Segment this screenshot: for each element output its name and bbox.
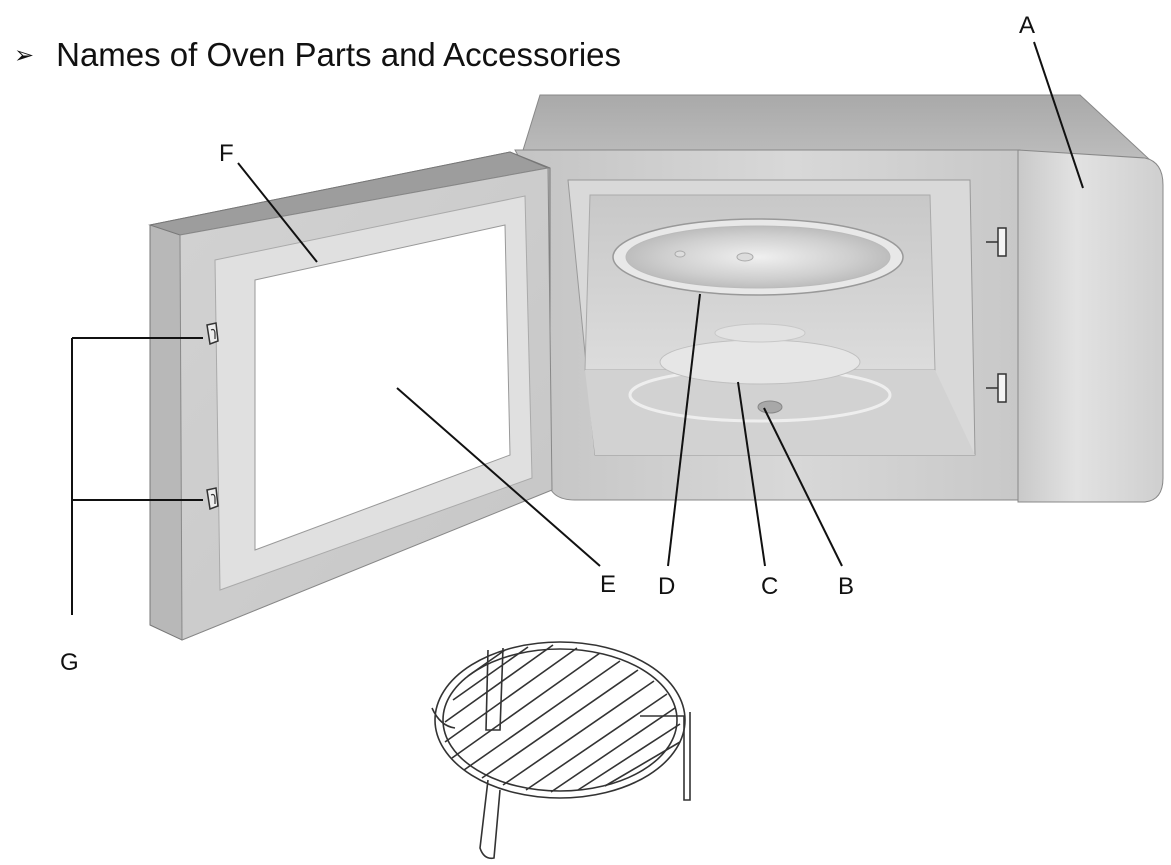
label-f: F [219,140,234,167]
latch-slots [986,227,1007,403]
rotating-axle [757,400,783,414]
label-g: G [60,649,79,676]
label-a: A [1019,12,1035,39]
leader-lines [71,41,1084,615]
glass-tray [612,218,904,296]
grill-rack [431,641,691,860]
label-c: C [761,573,778,600]
page-title: Names of Oven Parts and Accessories [56,36,622,73]
door-window [254,224,511,551]
control-panel [1017,149,1164,503]
roller-ring [628,323,892,423]
label-e: E [600,571,616,598]
section-heading: ➢ Names of Oven Parts and Accessories [14,36,621,74]
arrow-bullet-icon: ➢ [14,41,35,69]
label-d: D [658,573,675,600]
door-latch-hooks [206,322,219,511]
label-b: B [838,573,854,600]
